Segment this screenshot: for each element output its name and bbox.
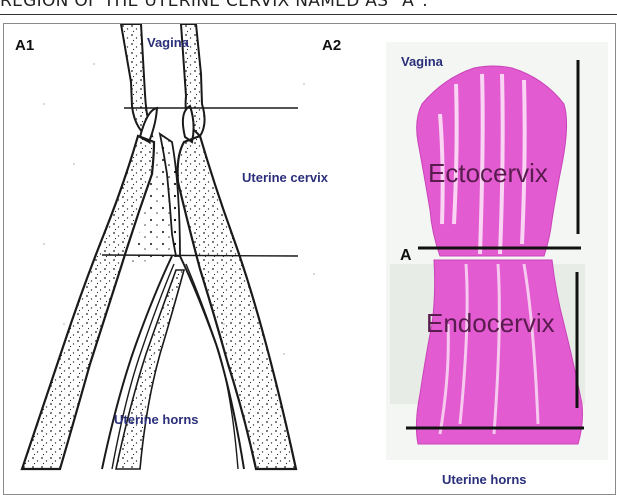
- boundary-line-lower: [102, 255, 298, 256]
- region-a-label: A: [400, 247, 412, 264]
- figure-panel: A1 Vagina Uterine cervix Uterine horns: [3, 23, 616, 495]
- panel-a2-label: A2: [322, 37, 341, 54]
- panel-a2-histology: A2 Vagina Ectocervix Endocervix A Uterin…: [322, 37, 608, 487]
- cervix-diagram: A1 Vagina Uterine cervix Uterine horns: [4, 24, 615, 494]
- a2-uterine-horns-label: Uterine horns: [442, 472, 527, 487]
- ectocervix-label: Ectocervix: [428, 158, 548, 188]
- a1-uterine-cervix-label: Uterine cervix: [242, 170, 329, 185]
- left-horn-septum: [116, 270, 184, 469]
- endocervix-label: Endocervix: [426, 308, 555, 338]
- caption-divider: [0, 14, 617, 15]
- a1-uterine-horns-label: Uterine horns: [114, 412, 199, 427]
- a1-vagina-label: Vagina: [147, 35, 190, 50]
- panel-a1-label: A1: [15, 37, 34, 54]
- figure-caption: REGION OF THE UTERINE CERVIX NAMED AS "A…: [0, 0, 617, 13]
- a2-vagina-label: Vagina: [401, 54, 444, 69]
- fornix-right: [183, 106, 194, 142]
- panel-a1-drawing: A1 Vagina Uterine cervix Uterine horns: [15, 24, 329, 469]
